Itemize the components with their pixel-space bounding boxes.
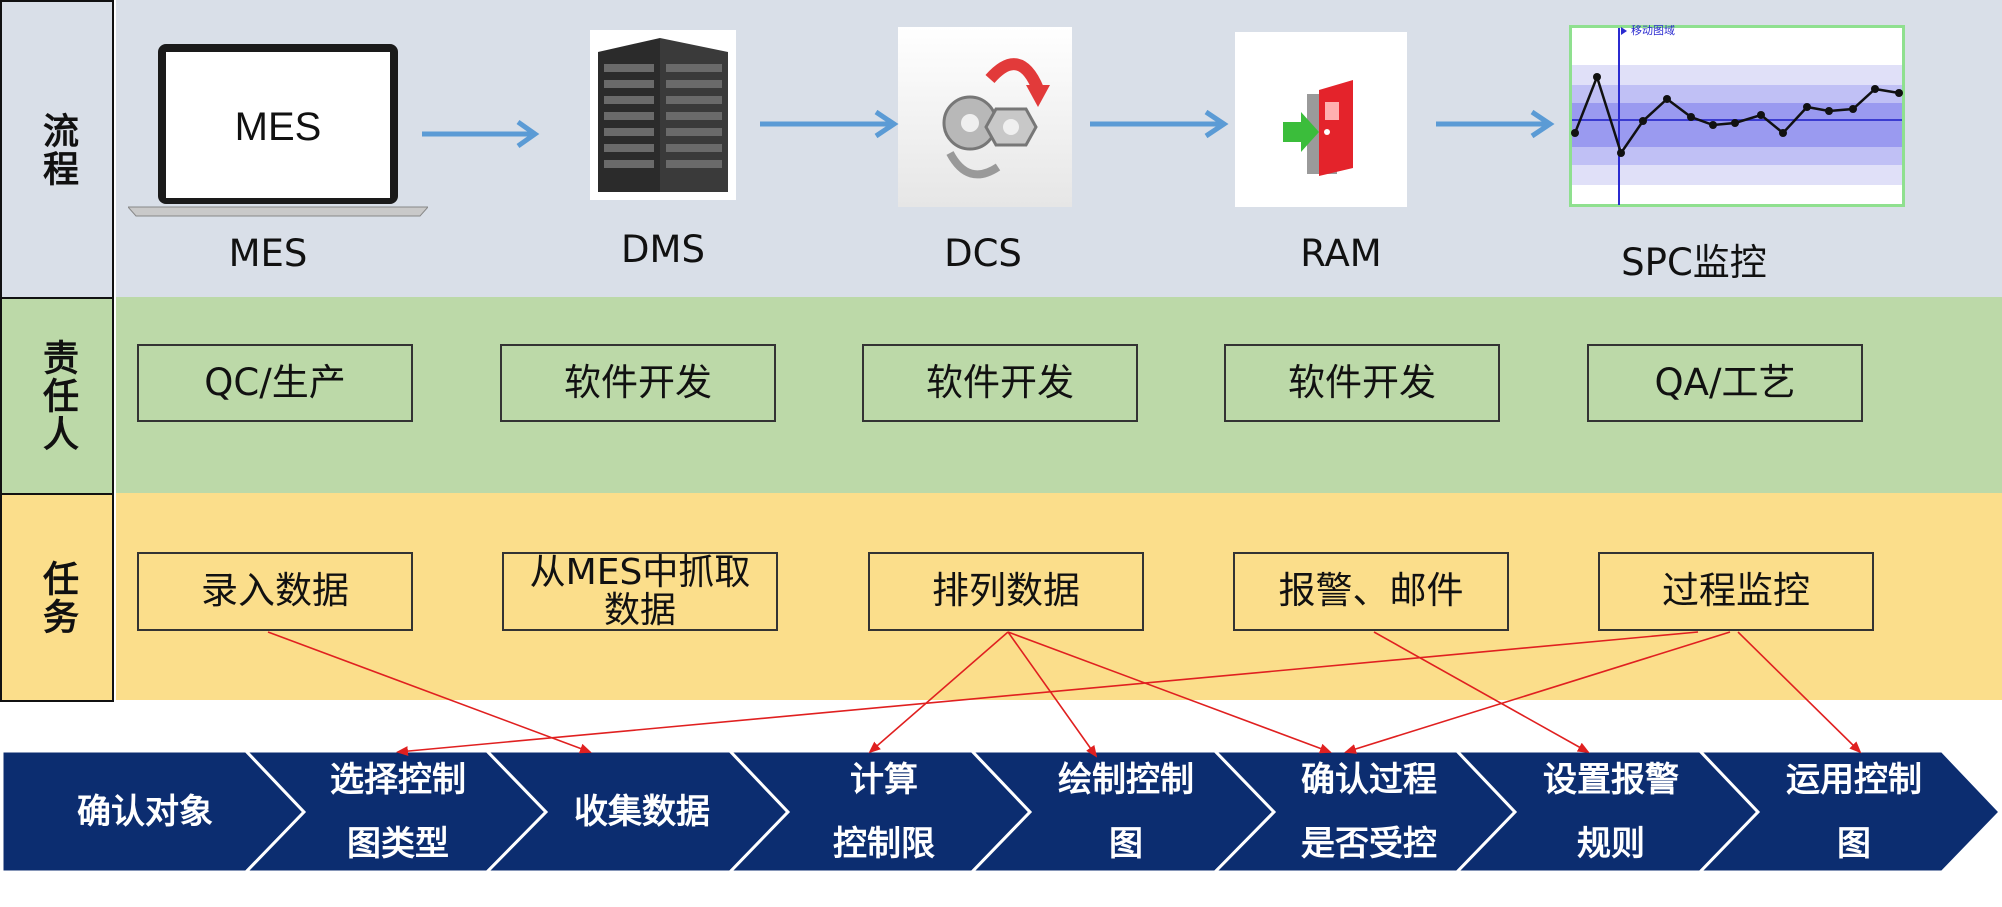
process-flow-arrows [422,109,1555,149]
process-caption-mes: MES [228,232,308,275]
control-chart-icon: 移动图域 [1569,24,1905,207]
owner-box-2: 软件开发 [500,344,776,422]
step-label-3: 收集数据 [574,792,710,832]
step-label-6: 确认过程 是否受控 [1301,760,1437,864]
link-task3-step6 [1007,631,1332,754]
laptop-screen-text: MES [235,105,322,149]
process-caption-spc: SPC监控 [1621,241,1767,284]
task-box-3: 排列数据 [868,552,1144,631]
step-label-4: 计算 控制限 [833,760,935,864]
step-label-8: 运用控制 图 [1786,760,1922,864]
owner-band [116,297,2002,493]
link-task3-step5 [1007,631,1098,758]
process-caption-dcs: DCS [944,232,1022,275]
row-label-owner: 责任人 [0,297,114,495]
owner-box-4: 软件开发 [1224,344,1500,422]
step-label-1: 确认对象 [77,792,213,832]
row-label-task-text: 任务 [37,559,78,636]
task-box-1: 录入数据 [137,552,413,631]
owner-box-3: 软件开发 [862,344,1138,422]
row-label-process: 流程 [0,0,114,299]
task-band [116,493,2002,700]
task-box-4: 报警、邮件 [1233,552,1509,631]
link-task1-step3 [267,631,592,754]
step-label-7: 设置报警 规则 [1543,760,1679,864]
link-task5-step6 [1344,631,1731,754]
owner-box-1: QC/生产 [137,344,413,422]
row-label-task: 任务 [0,493,114,702]
task-step-links [267,631,1862,758]
exit-door-icon [1235,32,1407,207]
process-caption-ram: RAM [1300,232,1382,275]
chart-tag-text: 移动图域 [1631,25,1675,37]
flow-arrow-head-3 [1204,109,1229,139]
link-task5-step8 [1737,631,1862,754]
step-chevron-8 [1696,749,2002,874]
link-task4-step7 [1373,631,1590,753]
task-box-2: 从MES中抓取数据 [502,552,778,631]
owner-box-5: QA/工艺 [1587,344,1863,422]
link-task3-step4 [868,631,1009,754]
step-label-5: 绘制控制 图 [1058,760,1194,864]
laptop-icon: MES [126,42,430,217]
task-box-5: 过程监控 [1598,552,1874,631]
flow-arrow-head-2 [874,109,899,139]
step-label-2: 选择控制 图类型 [330,760,466,864]
server-icon [590,30,736,200]
flow-arrow-head-1 [516,119,540,149]
flow-arrow-head-4 [1530,109,1555,139]
gear-sync-icon [898,27,1072,207]
row-label-owner-text: 责任人 [37,339,78,453]
link-task5-step2 [396,631,1699,757]
process-caption-dms: DMS [621,228,705,271]
step-chevrons [0,749,2002,874]
row-label-process-text: 流程 [37,111,78,188]
